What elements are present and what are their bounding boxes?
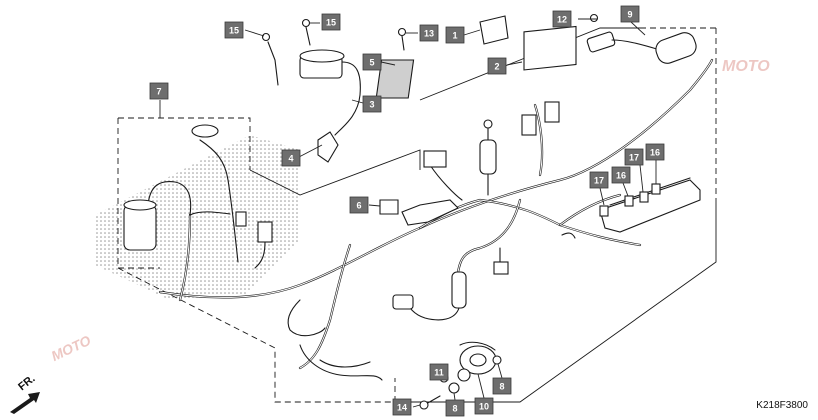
callout-label: 12 <box>557 15 567 25</box>
callout-c13[interactable]: 13 <box>419 24 439 42</box>
callout-c3[interactable]: 3 <box>362 95 382 113</box>
callout-label: 17 <box>629 153 639 163</box>
watermark-logo-right: MOTO <box>722 58 770 75</box>
group-outline-dashed <box>117 27 717 403</box>
callout-c15a[interactable]: 15 <box>224 21 244 39</box>
callout-c14[interactable]: 14 <box>392 398 412 416</box>
callout-c17b[interactable]: 17 <box>589 171 609 189</box>
callout-label: 15 <box>326 18 336 28</box>
callout-label: 7 <box>156 87 161 97</box>
callout-c11[interactable]: 11 <box>429 363 449 381</box>
callout-label: 9 <box>627 10 632 20</box>
callout-c15b[interactable]: 15 <box>321 13 341 31</box>
callout-label: 6 <box>356 201 361 211</box>
callout-c7[interactable]: 7 <box>149 82 169 100</box>
callout-label: 16 <box>616 171 626 181</box>
callout-c16b[interactable]: 16 <box>611 166 631 184</box>
callout-label: 13 <box>424 29 434 39</box>
left-components <box>123 124 383 381</box>
callout-label: 1 <box>452 31 457 41</box>
callout-label: 10 <box>479 402 489 412</box>
fuse-block <box>599 177 701 233</box>
callout-label: 5 <box>369 58 374 68</box>
callout-c9[interactable]: 9 <box>620 5 640 23</box>
callout-c17a[interactable]: 17 <box>624 148 644 166</box>
callout-label: 2 <box>494 62 499 72</box>
callout-c5[interactable]: 5 <box>362 53 382 71</box>
main-wire-harness <box>158 58 714 370</box>
callout-c4[interactable]: 4 <box>281 149 301 167</box>
callout-label: 15 <box>229 26 239 36</box>
callout-c8a[interactable]: 8 <box>445 399 465 417</box>
top-components <box>261 13 697 163</box>
callout-label: 4 <box>288 154 293 164</box>
front-direction-arrow <box>10 392 40 414</box>
callout-c2[interactable]: 2 <box>487 57 507 75</box>
center-components <box>379 101 576 321</box>
callout-label: 8 <box>452 404 457 414</box>
diagram-code: K218F3800 <box>756 400 808 411</box>
callout-c1[interactable]: 1 <box>445 26 465 44</box>
horn-assembly <box>419 341 502 410</box>
callout-c6[interactable]: 6 <box>349 196 369 214</box>
shaded-frame-area <box>95 135 300 300</box>
callout-label: 8 <box>499 382 504 392</box>
callout-c10[interactable]: 10 <box>474 397 494 415</box>
callout-label: 14 <box>397 403 407 413</box>
callout-c16a[interactable]: 16 <box>645 143 665 161</box>
callout-label: 16 <box>650 148 660 158</box>
callout-label: 11 <box>434 368 444 378</box>
callout-c12[interactable]: 12 <box>552 10 572 28</box>
callout-label: 17 <box>594 176 604 186</box>
callout-label: 3 <box>369 100 374 110</box>
callout-c8b[interactable]: 8 <box>492 377 512 395</box>
